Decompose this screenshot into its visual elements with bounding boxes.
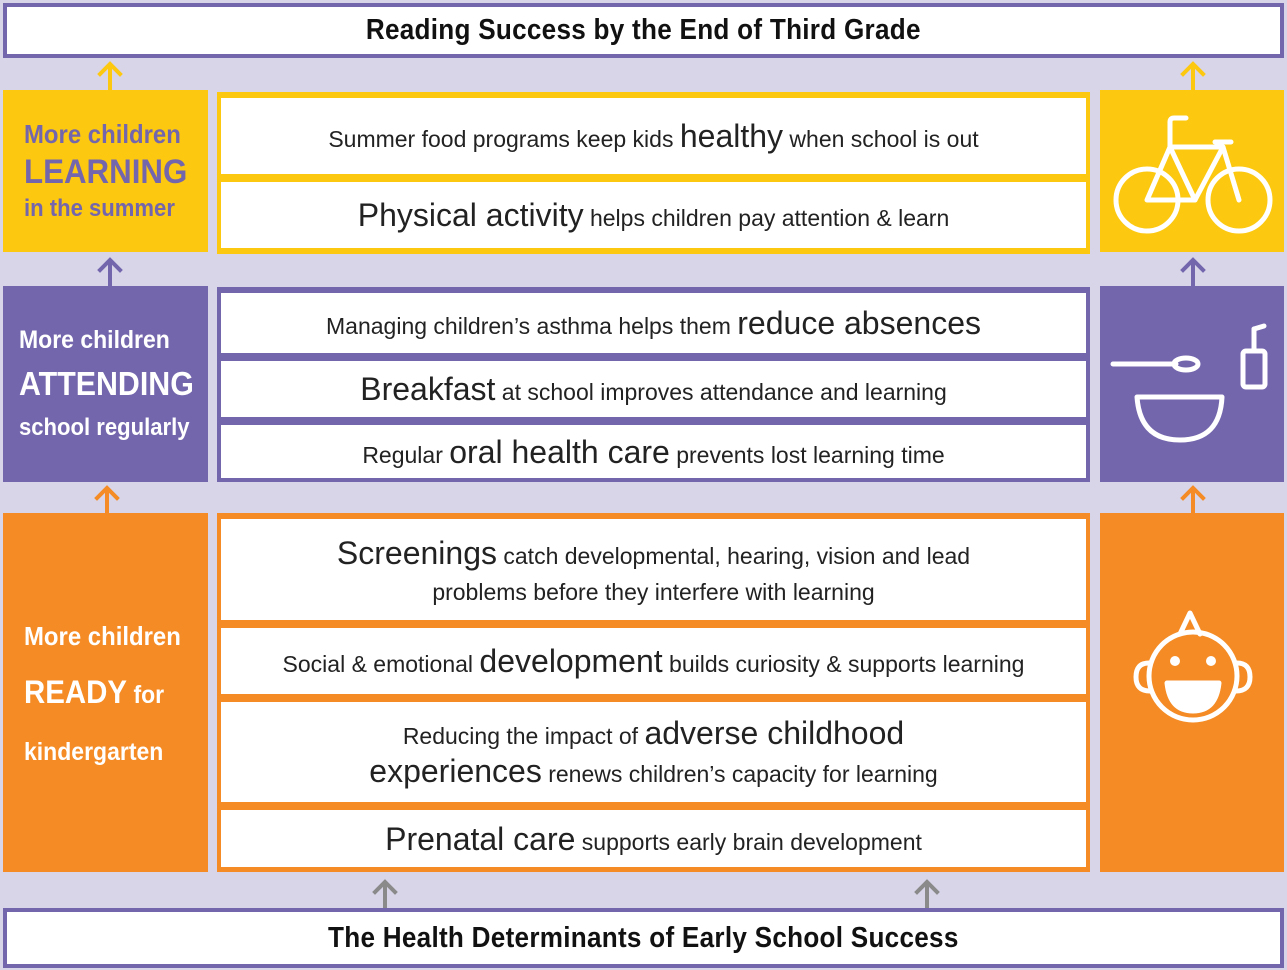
child-face-icon [1133,610,1253,723]
attending-side-box: More children ATTENDING school regularly [3,286,208,482]
row-text: at school improves attendance and learni… [495,379,947,405]
bottom-banner: The Health Determinants of Early School … [3,908,1284,968]
row-keyword: adverse childhood [644,714,905,751]
row-text: Summer food programs keep kids [328,126,680,152]
learning-row-food: Summer food programs keep kids healthy w… [221,98,1086,174]
row-keyword: Screenings [336,534,497,571]
row-keyword: development [479,643,663,679]
learning-keyword: LEARNING [24,153,188,191]
arrow-up-icon [914,879,940,910]
ready-row-social: Social & emotional development builds cu… [221,628,1086,694]
arrow-up-icon [1180,257,1206,288]
eye-icon [1170,656,1180,666]
bottom-banner-title: The Health Determinants of Early School … [328,921,959,954]
row-text: Reducing the impact of [402,722,645,749]
top-banner: Reading Success by the End of Third Grad… [3,3,1284,58]
ready-panel: Screenings catch developmental, hearing,… [217,513,1090,872]
attending-row-oral: Regular oral health care prevents lost l… [221,425,1086,478]
row-text: Social & emotional [282,651,480,677]
row-keyword: Breakfast [360,371,496,407]
ready-line3: kindergarten [24,738,164,766]
arrow-up-icon [372,879,398,910]
attending-line3: school regularly [19,414,190,441]
ready-icon-box [1100,513,1284,872]
row-keyword: experiences [369,753,542,789]
row-text: prevents lost learning time [669,441,945,468]
top-banner-title: Reading Success by the End of Third Grad… [366,14,921,46]
learning-icon-box [1100,90,1284,252]
row-text: helps children pay attention & learn [583,205,950,231]
row-text: supports early brain development [575,828,922,855]
ready-line1: More children [24,621,181,651]
attending-row-breakfast: Breakfast at school improves attendance … [221,361,1086,417]
row-keyword: oral health care [449,433,670,470]
ready-row-adverse: Reducing the impact of adverse childhood… [221,702,1086,802]
learning-line3: in the summer [24,195,175,222]
learning-panel: Summer food programs keep kids healthy w… [217,92,1090,254]
row-keyword: Prenatal care [385,820,576,857]
row-text: catch developmental, hearing, vision and… [497,542,971,569]
row-text: when school is out [783,126,979,152]
attending-panel: Managing children’s asthma helps them re… [217,287,1090,482]
ready-keyword: READY [24,674,128,710]
arrow-up-icon [97,257,123,288]
attending-icon-box [1100,286,1284,482]
ready-side-box: More children READY for kindergarten [3,513,208,872]
ready-row-prenatal: Prenatal care supports early brain devel… [221,810,1086,867]
arrow-up-icon [1180,61,1206,92]
row-keyword: reduce absences [737,305,981,341]
learning-side-box: More children LEARNING in the summer [3,90,208,252]
attending-keyword: ATTENDING [19,365,194,402]
attending-line1: More children [19,326,170,354]
breakfast-bowl-icon [1110,323,1268,443]
arrow-up-icon [97,61,123,92]
ready-row-screenings: Screenings catch developmental, hearing,… [221,519,1086,620]
learning-row-activity: Physical activity helps children pay att… [221,182,1086,248]
ready-for: for [127,681,165,709]
row-text: renews children’s capacity for learning [541,761,938,787]
arrow-up-icon [1180,485,1206,514]
row-text: problems before they interfere with lear… [432,579,875,606]
row-text: Regular [362,441,450,468]
row-keyword: healthy [679,118,784,154]
attending-row-asthma: Managing children’s asthma helps them re… [221,293,1086,353]
ready-line2: READY for [24,664,193,727]
eye-icon [1206,656,1216,666]
row-text: builds curiosity & supports learning [662,651,1025,677]
learning-line1: More children [24,119,181,149]
row-text: Managing children’s asthma helps them [326,313,738,339]
row-keyword: Physical activity [357,197,584,233]
bicycle-icon [1113,115,1273,234]
arrow-up-icon [94,485,120,514]
